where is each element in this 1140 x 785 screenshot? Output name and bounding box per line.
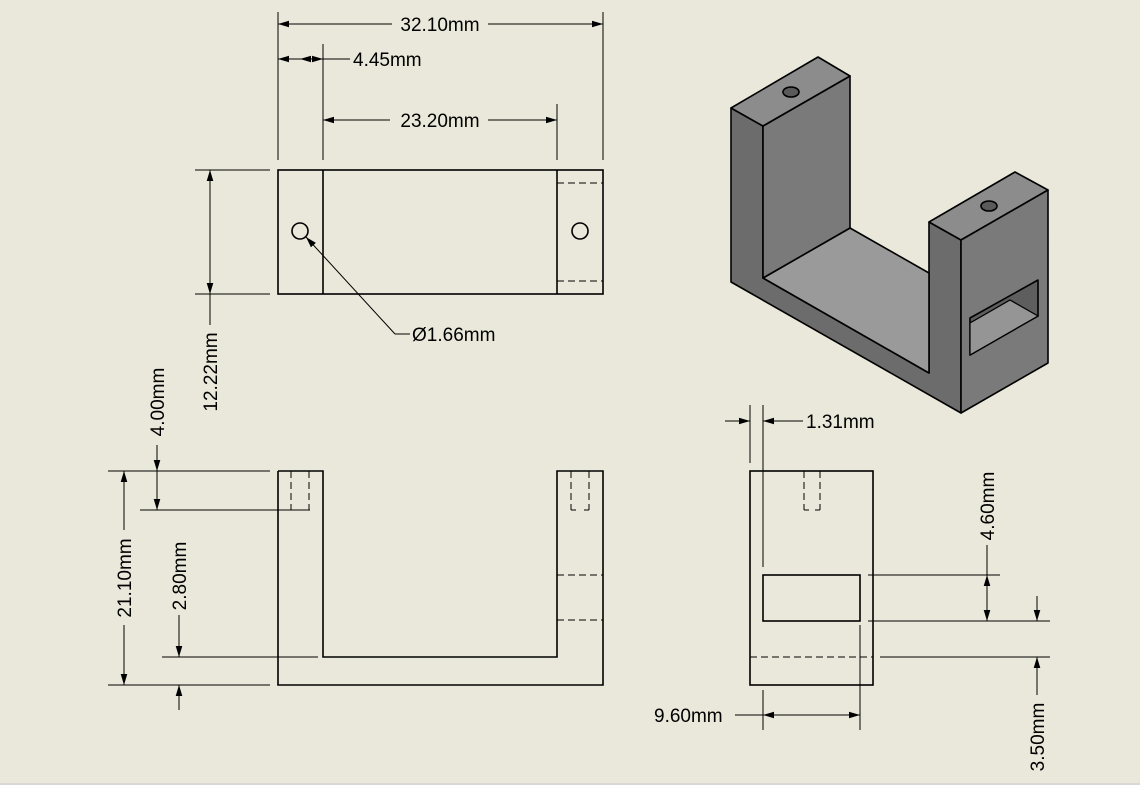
isometric-view — [730, 56, 1049, 414]
dim-hole-depth: 4.00mm — [148, 368, 169, 437]
dim-inner-width: 23.20mm — [400, 111, 479, 132]
dim-slot-height: 4.60mm — [978, 472, 999, 541]
dim-slot-bottom: 3.50mm — [1028, 703, 1049, 772]
iso-hole — [980, 200, 998, 212]
iso-slot-floor — [969, 299, 1040, 357]
dim-post-width: 4.45mm — [353, 50, 422, 71]
bottom-bar — [0, 783, 1140, 785]
side-view: 1.31mm 4.60mm 3.50mm 9.60mm — [654, 405, 1050, 771]
top-view: 32.10mm 4.45mm 23.20mm 12.22mm Ø1.66mm — [195, 12, 604, 412]
dim-slot-offset: 1.31mm — [806, 412, 875, 433]
front-view: 21.10mm 4.00mm 2.80mm — [108, 368, 604, 710]
slot-outline — [762, 574, 861, 622]
dim-overall-width: 32.10mm — [400, 15, 479, 36]
hole-circle — [291, 222, 309, 240]
dim-height: 21.10mm — [115, 538, 136, 617]
iso-hole — [782, 86, 800, 98]
top-view-outline — [277, 169, 604, 295]
dim-hole-diameter: Ø1.66mm — [412, 325, 495, 346]
side-view-outline — [749, 470, 874, 686]
dim-base-thickness: 2.80mm — [170, 542, 191, 611]
dim-depth: 12.22mm — [201, 332, 222, 411]
hole-circle — [571, 222, 589, 240]
front-view-outline — [277, 470, 604, 686]
dim-slot-width: 9.60mm — [654, 706, 723, 727]
